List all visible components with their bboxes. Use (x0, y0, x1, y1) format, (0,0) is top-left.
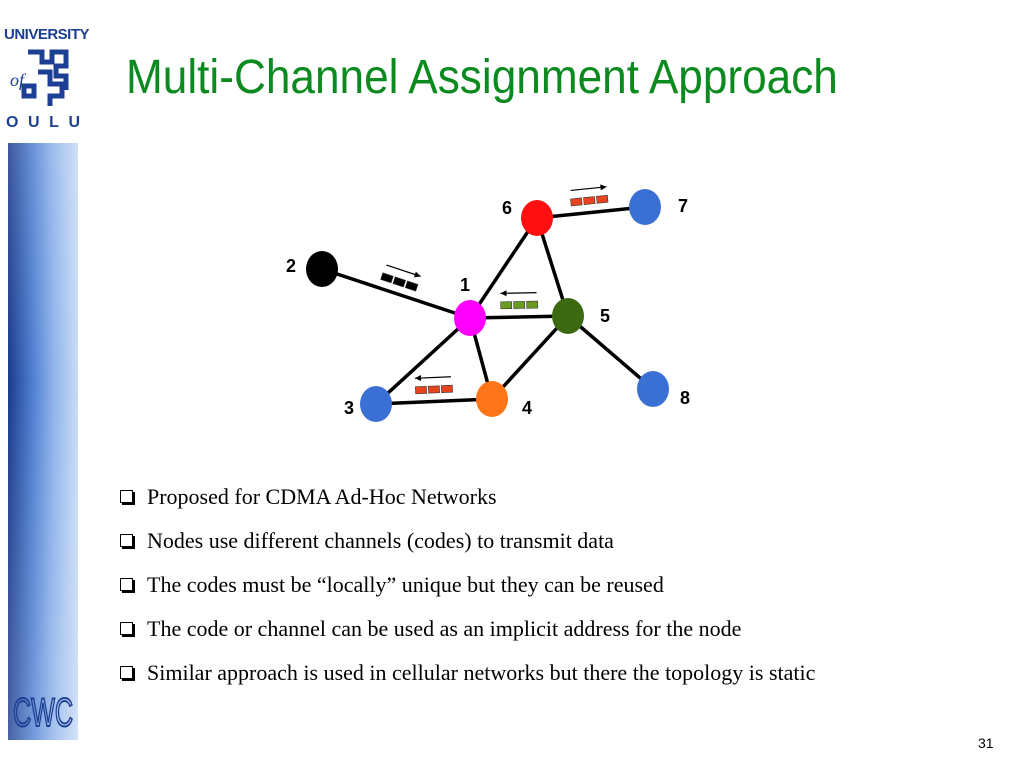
packet-icon (404, 280, 419, 292)
node-label-6: 6 (502, 198, 512, 218)
packet-icon (513, 301, 526, 309)
logo-university-text: UNIVERSITY (4, 26, 90, 43)
flow-4-to-3 (414, 375, 453, 395)
slide-title: Multi-Channel Assignment Approach (126, 51, 838, 104)
link-2-1 (321, 267, 471, 320)
flow-2-to-1 (380, 264, 421, 292)
bullet-item: The code or channel can be used as an im… (118, 614, 978, 644)
bullet-item: The codes must be “locally” unique but t… (118, 570, 978, 600)
link-3-4 (375, 397, 493, 406)
bullet-item: Proposed for CDMA Ad-Hoc Networks (118, 482, 978, 512)
checkbox-bullet-icon (120, 490, 133, 503)
logo-letter: U (28, 114, 40, 131)
checkbox-bullet-icon (120, 578, 133, 591)
node-label-1: 1 (460, 275, 470, 295)
logo-letter: L (49, 114, 59, 131)
node-label-4: 4 (522, 398, 532, 418)
packet-icon (441, 384, 453, 393)
node-1 (454, 300, 486, 336)
university-of-oulu-logo: UNIVERSITY of O U L U (0, 26, 90, 134)
node-8 (637, 371, 669, 407)
flow-5-to-1 (500, 290, 539, 310)
logo-oulu-letters: O U L U (6, 114, 80, 132)
flow-arrow-icon (500, 292, 537, 294)
node-label-7: 7 (678, 196, 688, 216)
node-label-5: 5 (600, 306, 610, 326)
arrowhead-icon (500, 290, 507, 297)
logo-of-text: of (10, 70, 25, 90)
packet-icon (392, 276, 406, 288)
link-1-3 (374, 316, 472, 406)
node-2 (306, 251, 338, 287)
checkbox-bullet-icon (120, 666, 133, 679)
packet-icon (380, 272, 394, 284)
checkbox-bullet-icon (120, 534, 133, 547)
cwc-logo: CWC (12, 690, 74, 736)
bullet-text: The code or channel can be used as an im… (147, 616, 742, 641)
logo-letter: O (6, 114, 19, 131)
flow-6-to-7 (570, 184, 609, 207)
packet-icon (596, 194, 609, 204)
flow-arrow-icon (386, 264, 421, 277)
checkbox-bullet-icon (120, 622, 133, 635)
node-3 (360, 386, 392, 422)
link-6-7 (536, 205, 646, 220)
packet-icon (428, 385, 440, 394)
arrowhead-icon (414, 375, 422, 382)
node-7 (629, 189, 661, 225)
cwc-logo-text: CWC (13, 691, 73, 735)
packet-icon (583, 196, 596, 205)
logo-emblem-icon (21, 49, 69, 106)
node-4 (476, 381, 508, 417)
packet-icon (526, 300, 539, 309)
link-5-4 (490, 314, 570, 401)
arrowhead-icon (600, 184, 607, 191)
node-label-2: 2 (286, 256, 296, 276)
link-5-8 (566, 314, 655, 391)
link-1-6 (468, 217, 539, 319)
packet-icon (570, 197, 583, 207)
node-6 (521, 200, 553, 236)
bullet-item: Similar approach is used in cellular net… (118, 658, 978, 688)
bullet-text: The codes must be “locally” unique but t… (147, 572, 664, 597)
nodes-layer: 1 2 3 4 5 6 7 8 (286, 189, 690, 422)
node-label-8: 8 (680, 388, 690, 408)
flow-arrow-icon (570, 186, 607, 192)
page-number: 31 (978, 735, 994, 751)
logo-letter: U (68, 114, 80, 131)
packet-icon (415, 386, 427, 395)
bullet-text: Proposed for CDMA Ad-Hoc Networks (147, 484, 497, 509)
network-diagram: 1 2 3 4 5 6 7 8 (286, 184, 690, 422)
node-label-3: 3 (344, 398, 354, 418)
packet-icon (500, 301, 513, 310)
arrowhead-icon (413, 271, 421, 278)
bullet-text: Similar approach is used in cellular net… (147, 660, 816, 685)
link-1-5 (469, 314, 569, 320)
bullet-item: Nodes use different channels (codes) to … (118, 526, 978, 556)
bullet-text: Nodes use different channels (codes) to … (147, 528, 614, 553)
decorative-sidebar (8, 143, 78, 740)
node-5 (552, 298, 584, 334)
flows-layer (380, 184, 609, 395)
bullet-list: Proposed for CDMA Ad-Hoc Networks Nodes … (118, 482, 978, 702)
